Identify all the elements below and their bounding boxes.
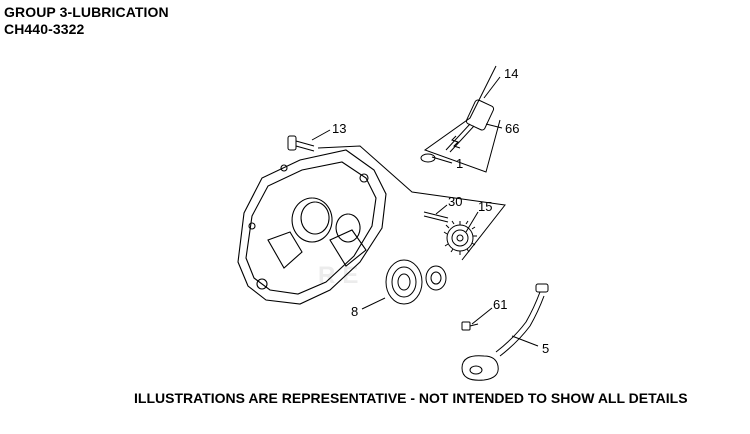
governor-gear-15 (443, 220, 477, 255)
screw-61 (461, 321, 479, 331)
o-ring-1 (420, 153, 436, 163)
callout-5: 5 (542, 341, 550, 356)
watermark: RE (318, 262, 366, 289)
callout-66: 66 (505, 121, 520, 136)
leader-13 (311, 129, 331, 141)
group-title: GROUP 3-LUBRICATION (4, 4, 169, 20)
ball-bearing (385, 259, 423, 305)
leader-30 (435, 204, 448, 215)
oil-switch-5 (461, 283, 549, 381)
group-bracket-main (317, 145, 506, 261)
bolt-13 (287, 135, 315, 152)
callout-8: 8 (351, 304, 359, 319)
leader-15 (465, 211, 479, 233)
leader-61 (471, 307, 493, 325)
callout-1: 1 (456, 156, 464, 171)
callout-30: 30 (448, 194, 463, 209)
callout-15: 15 (478, 199, 493, 214)
leader-5 (511, 335, 539, 347)
pin-30 (423, 211, 449, 223)
group-bracket-upper (423, 65, 501, 173)
dipstick-assembly (445, 99, 495, 153)
leader-14 (483, 76, 501, 99)
leader-8 (361, 297, 386, 310)
crankcase-cover (237, 149, 387, 305)
model-number: CH440-3322 (4, 21, 85, 37)
callout-13: 13 (332, 121, 347, 136)
leader-66 (485, 123, 503, 129)
disclaimer-text: ILLUSTRATIONS ARE REPRESENTATIVE - NOT I… (134, 390, 688, 406)
callout-61: 61 (493, 297, 508, 312)
callout-14: 14 (504, 66, 519, 81)
oil-seal (425, 265, 447, 291)
